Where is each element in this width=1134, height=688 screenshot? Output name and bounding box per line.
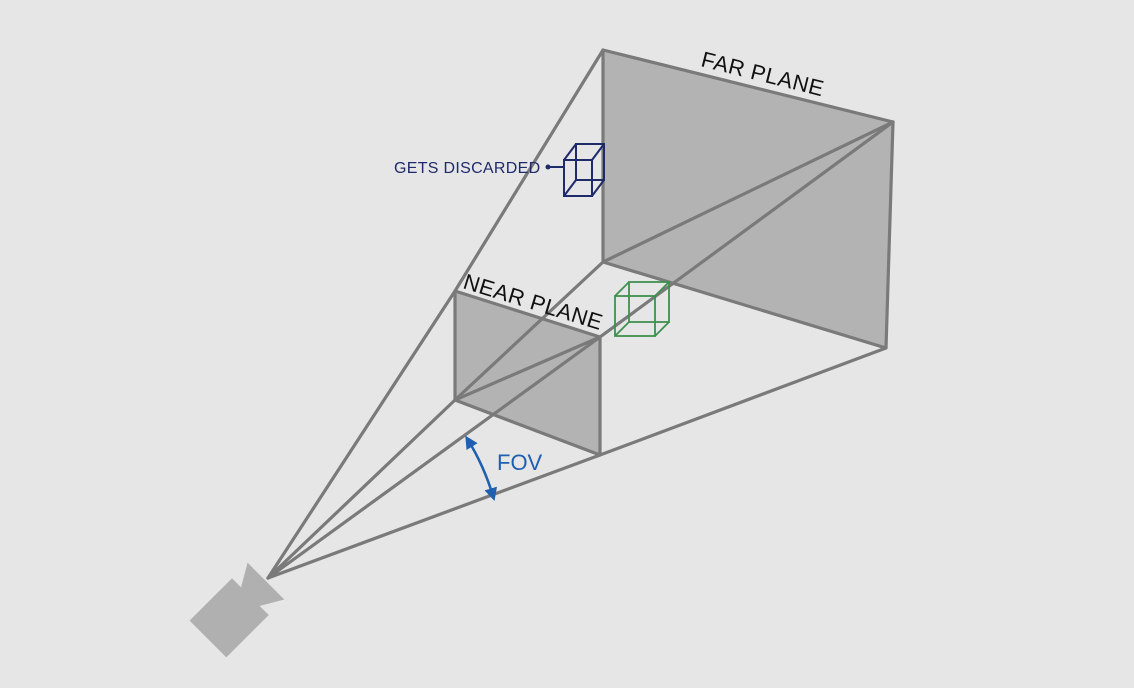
- discarded-cube-icon: [563, 143, 605, 197]
- camera-ray-top-right: [266, 335, 602, 580]
- camera-icon: [189, 562, 285, 658]
- frustum-edge-top-right: [598, 120, 895, 339]
- frustum-edge-bottom-left: [453, 260, 605, 402]
- frustum-edge-bottom-right: [598, 346, 888, 457]
- gets-discarded-label: GETS DISCARDED: [394, 160, 540, 177]
- far-plane-diagonal: [601, 120, 895, 264]
- near-plane-diagonal: [453, 335, 602, 402]
- camera-ray-bottom-right: [266, 453, 602, 580]
- camera-ray-top-left: [266, 289, 457, 580]
- discarded-leader-dot: [545, 164, 551, 170]
- frustum-edge-top-left: [453, 48, 605, 293]
- visible-cube-icon: [614, 281, 670, 337]
- fov-label: FOV: [497, 450, 543, 475]
- camera-ray-bottom-left: [266, 398, 457, 580]
- fov-arc-arrow: [465, 435, 497, 501]
